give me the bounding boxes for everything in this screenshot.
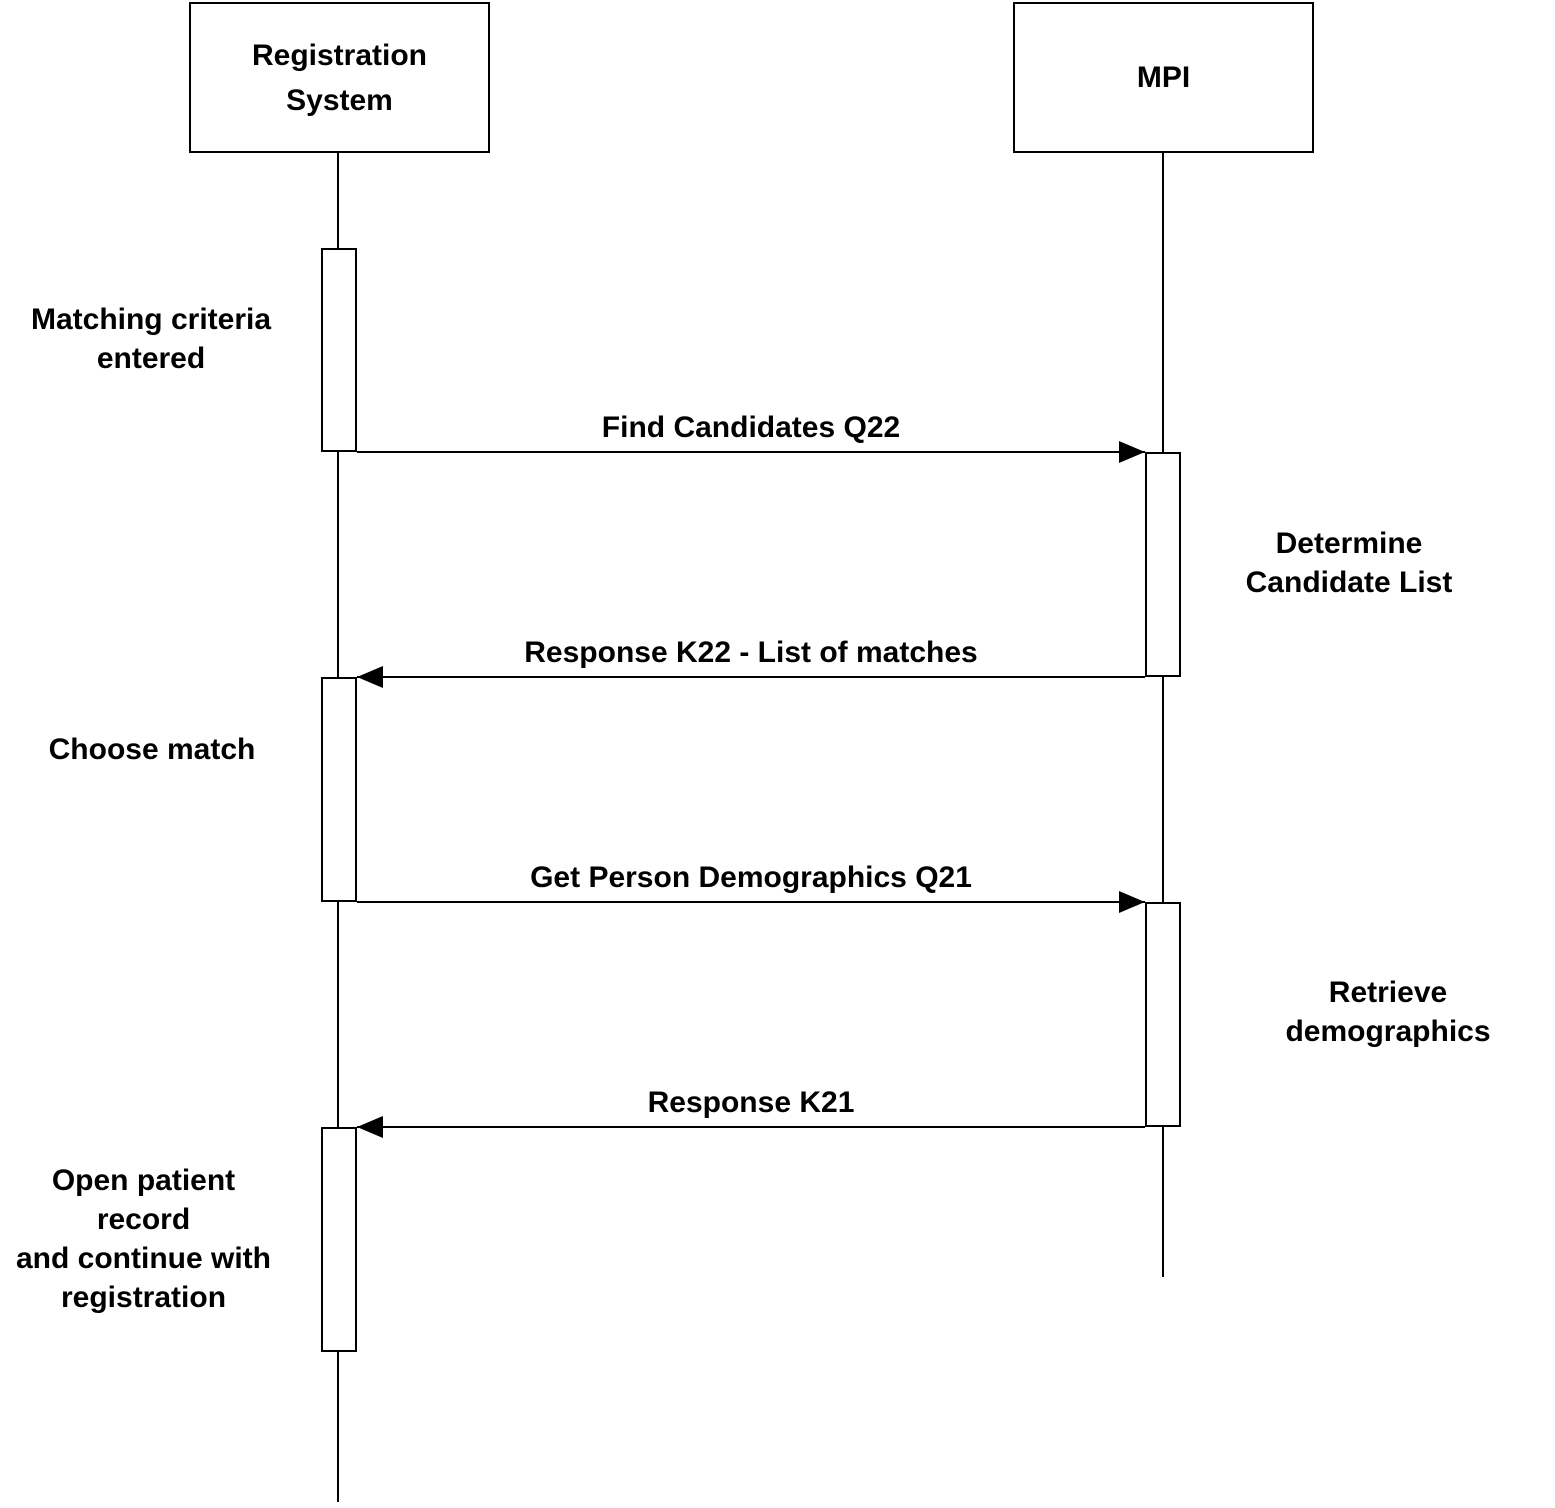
message-line-response-k21 (357, 1126, 1145, 1128)
activation-bar-registration-3 (321, 1127, 357, 1352)
actor-box-mpi: MPI (1013, 2, 1314, 153)
annotation-open-patient-record: Open patient record and continue with re… (16, 1164, 271, 1314)
message-label-response-k21: Response K21 (647, 1086, 855, 1119)
message-label-get-person-demographics-q21: Get Person Demographics Q21 (530, 861, 972, 894)
message-line-get-person-demographics-q21 (357, 901, 1145, 903)
activation-bar-registration-2 (321, 677, 357, 902)
filled-arrowhead-left-icon (357, 1116, 383, 1138)
annotation-determine-candidate-list: Determine Candidate List (1245, 527, 1453, 599)
message-line-response-k22 (357, 676, 1145, 678)
activation-bar-registration-1 (321, 248, 357, 452)
filled-arrowhead-right-icon (1119, 441, 1145, 463)
annotation-matching-criteria-entered: Matching criteria entered (30, 303, 272, 375)
filled-arrowhead-left-icon (357, 666, 383, 688)
message-line-find-candidates-q22 (357, 451, 1145, 453)
filled-arrowhead-right-icon (1119, 891, 1145, 913)
lifeline-mpi (1162, 153, 1164, 1277)
activation-bar-mpi-1 (1145, 452, 1181, 677)
annotation-retrieve-demographics: Retrieve demographics (1285, 976, 1491, 1048)
actor-box-registration-system: Registration System (189, 2, 490, 153)
annotation-choose-match: Choose match (48, 733, 256, 766)
message-label-find-candidates-q22: Find Candidates Q22 (601, 411, 901, 444)
activation-bar-mpi-2 (1145, 902, 1181, 1127)
message-label-response-k22: Response K22 - List of matches (524, 636, 978, 669)
